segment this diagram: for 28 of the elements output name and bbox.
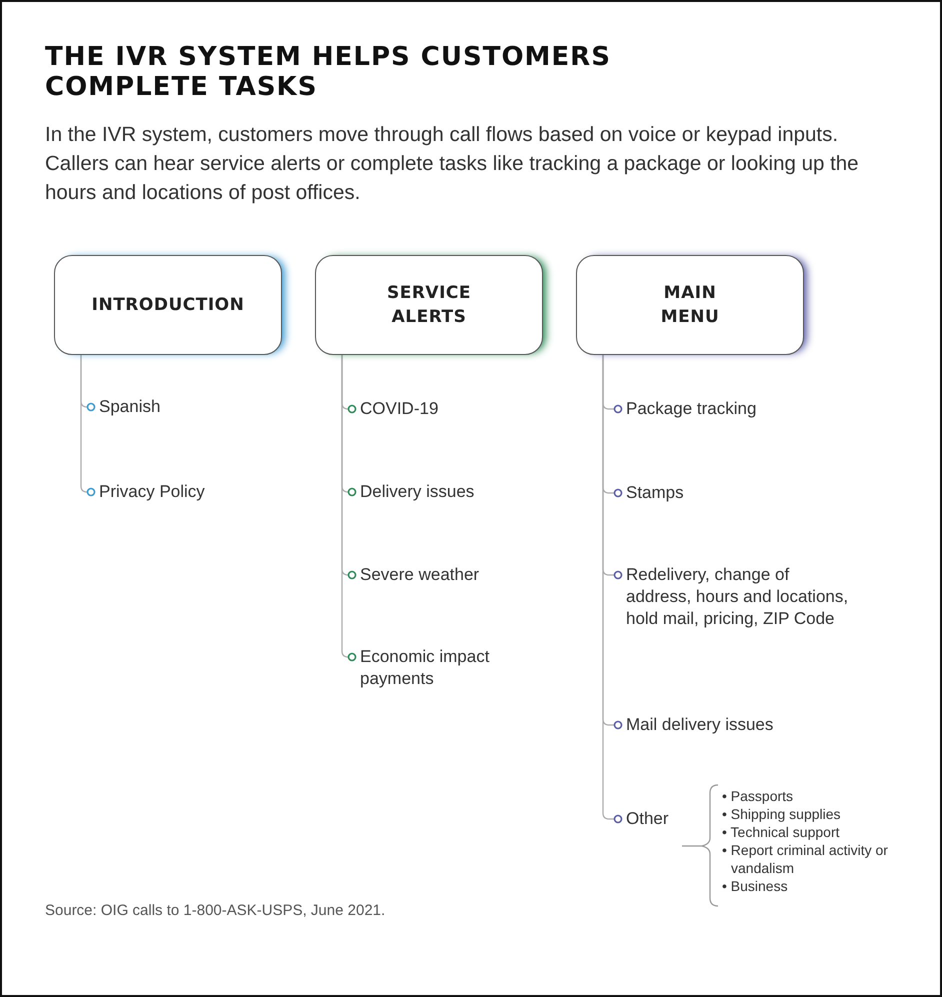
menu-option: COVID-19	[356, 398, 438, 420]
connector-line	[602, 355, 622, 824]
menu-option: Spanish	[95, 396, 160, 418]
list-item: • Passports	[722, 787, 794, 805]
box-heading: MAIN MENU	[660, 282, 720, 329]
menu-box	[54, 255, 282, 355]
menu-option: Economic impact payments	[356, 646, 560, 690]
connector-line	[80, 355, 96, 496]
menu-option: Severe weather	[356, 564, 480, 586]
list-item: • Report criminal activity or vandalism	[722, 841, 889, 877]
menu-option: Mail delivery issues	[622, 714, 774, 736]
menu-option: Delivery issues	[356, 481, 474, 503]
box-heading: INTRODUCTION	[92, 294, 244, 317]
menu-option: Privacy Policy	[95, 481, 205, 503]
menu-option: Stamps	[622, 482, 684, 504]
menu-option: Other	[622, 808, 669, 830]
connector-line	[341, 355, 356, 662]
intro-paragraph: In the IVR system, customers move through call flows based on voice or keypad inputs. Callers can hear service alerts or complete tasks like tracking a package or looking up the hours and locations of post offices.	[45, 122, 860, 206]
menu-box	[576, 255, 804, 355]
title: THE IVR SYSTEM HELPS CUSTOMERS COMPLETE TASKS	[45, 42, 612, 102]
menu-box	[315, 255, 543, 355]
box-heading: SERVICE ALERTS	[386, 282, 472, 329]
list-item: • Technical support	[722, 823, 840, 841]
source-note: Source: OIG calls to 1-800-ASK-USPS, June 2021.	[45, 902, 386, 919]
list-item: • Business	[722, 877, 789, 895]
list-item: • Shipping supplies	[722, 805, 842, 823]
menu-option: Redelivery, change of address, hours and locations, hold mail, pricing, ZIP Code	[622, 564, 856, 630]
menu-option: Package tracking	[622, 398, 756, 420]
